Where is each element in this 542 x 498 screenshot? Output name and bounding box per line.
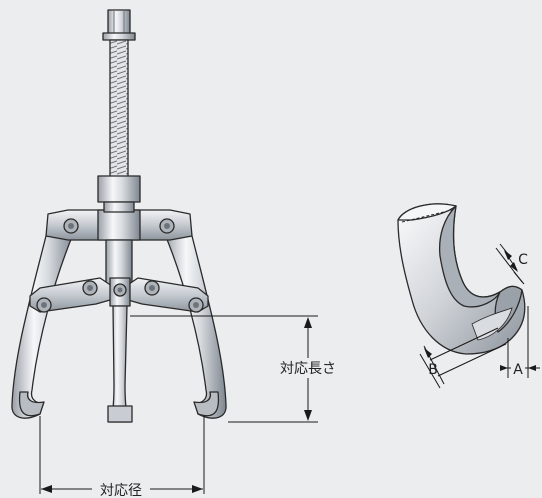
upper-crossbar bbox=[45, 209, 193, 241]
lower-links bbox=[29, 277, 209, 313]
arm-right bbox=[163, 221, 227, 419]
arm-left bbox=[11, 221, 75, 419]
dimension-a: A bbox=[500, 306, 540, 378]
dimension-c: C bbox=[495, 243, 528, 285]
label-a: A bbox=[513, 362, 523, 378]
screw-head bbox=[102, 9, 136, 41]
label-b: B bbox=[428, 362, 438, 378]
spread-dimension: 対応径 bbox=[39, 416, 205, 498]
label-c: C bbox=[518, 252, 528, 268]
threaded-rod bbox=[109, 39, 129, 179]
center-hub bbox=[107, 277, 133, 423]
reach-dimension: 対応長さ bbox=[130, 315, 346, 423]
jaw-detail bbox=[397, 203, 526, 355]
puller bbox=[11, 9, 227, 423]
reach-label: 対応長さ bbox=[280, 361, 336, 377]
spread-label: 対応径 bbox=[100, 483, 142, 498]
collar-nut bbox=[97, 175, 141, 213]
dimension-b: B bbox=[419, 327, 507, 389]
